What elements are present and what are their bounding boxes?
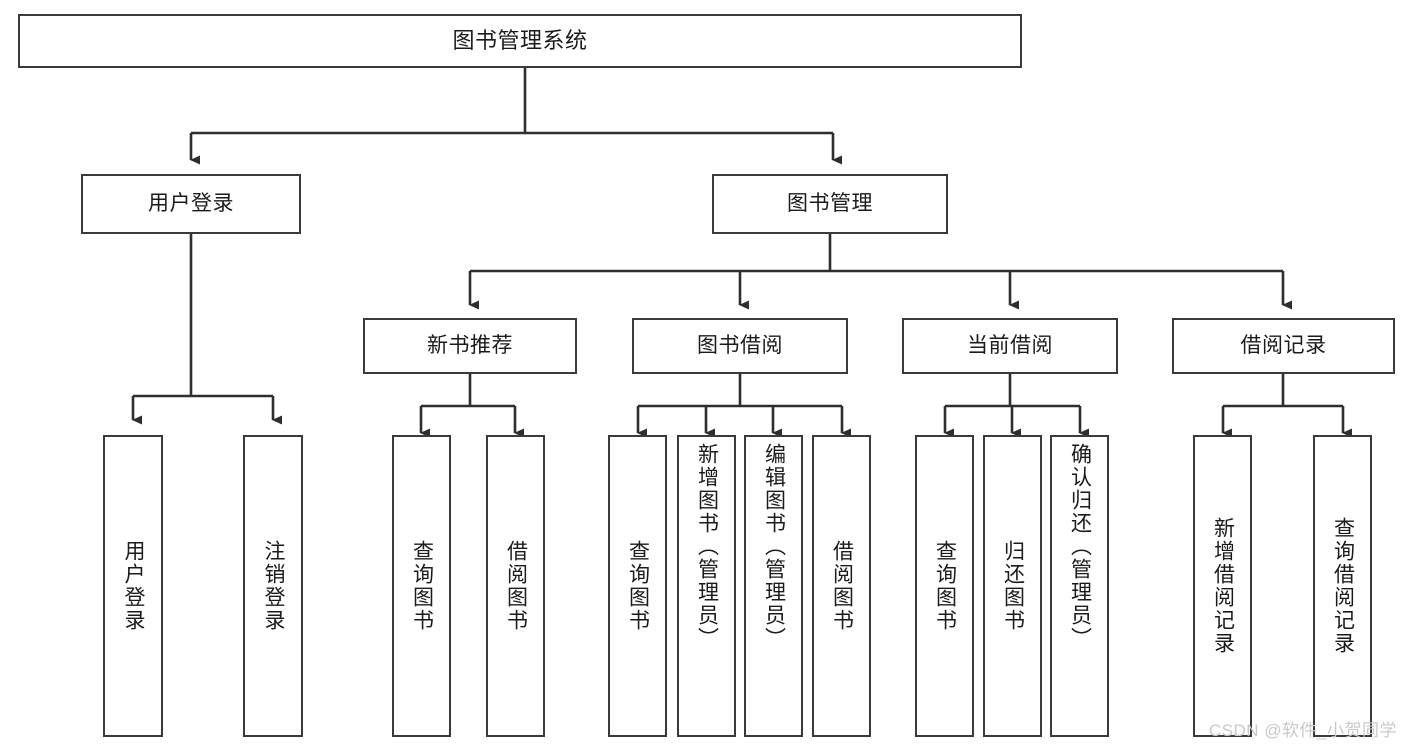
node-leaf-user-login[interactable]: 用户登录 [103,435,163,737]
node-book-manage-label: 图书管理 [787,191,873,215]
node-leaf-borrow-book-2[interactable]: 借阅图书 [812,435,871,737]
node-book-manage[interactable]: 图书管理 [712,174,948,234]
node-book-borrow[interactable]: 图书借阅 [632,318,848,374]
node-leaf-user-logout-label: 注销登录 [262,540,286,632]
node-current-borrow[interactable]: 当前借阅 [902,318,1118,374]
node-new-book-rec-label: 新书推荐 [427,333,513,357]
node-leaf-user-logout[interactable]: 注销登录 [243,435,303,737]
node-new-book-rec[interactable]: 新书推荐 [363,318,577,374]
node-leaf-confirm-return-label: 确认归还（管理员） [1068,443,1092,650]
node-borrow-record-label: 借阅记录 [1240,333,1327,357]
node-leaf-query-book-2-label: 查询图书 [626,540,650,632]
node-borrow-record[interactable]: 借阅记录 [1172,318,1395,374]
node-leaf-add-book[interactable]: 新增图书（管理员） [677,435,736,737]
node-root-system[interactable]: 图书管理系统 [18,14,1022,68]
node-leaf-query-book-1-label: 查询图书 [410,540,434,632]
node-user-login[interactable]: 用户登录 [81,174,301,234]
node-leaf-borrow-book-2-label: 借阅图书 [830,540,854,632]
node-current-borrow-label: 当前借阅 [967,333,1053,357]
node-book-borrow-label: 图书借阅 [697,333,783,357]
node-leaf-query-book-3[interactable]: 查询图书 [915,435,974,737]
node-leaf-borrow-book-1-label: 借阅图书 [504,540,528,632]
node-leaf-add-book-label: 新增图书（管理员） [695,443,719,650]
node-leaf-return-book[interactable]: 归还图书 [983,435,1042,737]
node-leaf-query-record[interactable]: 查询借阅记录 [1313,435,1372,737]
node-leaf-edit-book-label: 编辑图书（管理员） [762,443,786,650]
node-leaf-add-record-label: 新增借阅记录 [1211,517,1235,655]
node-root-system-label: 图书管理系统 [452,28,588,54]
node-leaf-confirm-return[interactable]: 确认归还（管理员） [1050,435,1109,737]
node-user-login-label: 用户登录 [148,191,234,215]
node-leaf-add-record[interactable]: 新增借阅记录 [1193,435,1252,737]
node-leaf-query-book-3-label: 查询图书 [933,540,957,632]
node-leaf-return-book-label: 归还图书 [1001,540,1025,632]
node-leaf-user-login-label: 用户登录 [122,540,146,632]
csdn-watermark: CSDN @软件_小贺同学 [1208,721,1397,740]
node-leaf-query-book-2[interactable]: 查询图书 [608,435,667,737]
node-leaf-borrow-book-1[interactable]: 借阅图书 [486,435,545,737]
node-leaf-query-record-label: 查询借阅记录 [1331,517,1355,655]
node-leaf-edit-book[interactable]: 编辑图书（管理员） [744,435,803,737]
node-leaf-query-book-1[interactable]: 查询图书 [392,435,451,737]
